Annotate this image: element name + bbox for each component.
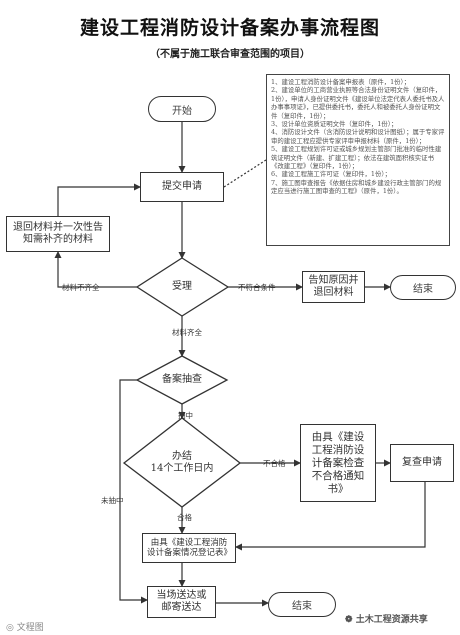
edge-reapply-record [235, 482, 426, 551]
start-node: 开始 [148, 96, 216, 122]
label-not-qualified: 不符合条件 [238, 283, 276, 292]
label-unqualified: 不合格 [263, 459, 286, 468]
label-not-selected: 未抽中 [101, 496, 124, 505]
note-item: 4、消防设计文件（含消防设计说明和设计图纸）；属于专家评审的建设工程应提供专家评… [271, 128, 445, 145]
label-qualified: 合格 [177, 513, 192, 522]
label-materials-incomplete: 材料不齐全 [62, 283, 100, 292]
watermark-logo-icon: ◎ [6, 623, 14, 633]
note-item: 5、建设工程规划许可证或城乡规划主管部门批准的临时性建筑证明文件（新建、扩建工程… [271, 145, 442, 171]
end-top-node: 结束 [390, 275, 456, 300]
note-item: 3、设计单位资质证明文件（复印件，1份）； [271, 120, 398, 129]
days-diamond [122, 417, 242, 508]
note-item: 6、建设工程施工许可证（复印件，1份）； [271, 170, 391, 179]
page-title: 建设工程消防设计备案办事流程图 [79, 17, 380, 39]
reapply-node: 复查申请 [390, 444, 454, 482]
note-item: 1、建设工程消防设计备案申报表（原件，1份）； [271, 78, 411, 86]
page-subtitle: （不属于施工联合审查范围的项目） [150, 49, 310, 60]
accept-diamond [135, 257, 230, 317]
edge-notes-callout [223, 159, 267, 188]
watermark-right: ❁ 土木工程资源共享 [345, 612, 428, 625]
label-selected: 抽中 [178, 411, 193, 420]
watermark-left-text: 文程图 [16, 623, 44, 633]
note-item: 2、建设单位的工商营业执照等合法身份证明文件（复印件，1份），申请人身份证明文件… [271, 86, 445, 120]
issue-record-node: 由具《建设工程消防设计备案情况登记表》 [142, 533, 236, 563]
deliver-node: 当场送达或邮寄送达 [147, 586, 216, 618]
issue-notice-node: 由具《建设工程消防设计备案检查不合格通知书》 [300, 424, 376, 502]
edge-notselected-deliver [119, 379, 148, 604]
spotcheck-label: 备案抽查 [162, 374, 202, 385]
accept-label: 受理 [172, 281, 192, 292]
notify-reason-node: 告知原因并退回材料 [302, 271, 365, 303]
spotcheck-diamond [135, 355, 229, 405]
end-bottom-node: 结束 [268, 592, 336, 617]
required-materials-notes: 1、建设工程消防设计备案申报表（原件，1份）； 2、建设单位的工商营业执照等合法… [266, 74, 450, 246]
watermark-right-text: 土木工程资源共享 [355, 615, 428, 625]
return-materials-node: 退回材料并一次性告知需补齐的材料 [6, 216, 110, 252]
wechat-icon: ❁ [345, 615, 353, 625]
days-label: 办结 14个工作日内 [150, 451, 214, 474]
note-item: 7、施工图审查报告《依据住房和城乡建设行政主管部门的规定应当进行施工图审查的工程… [271, 178, 442, 196]
label-materials-complete: 材料齐全 [172, 328, 202, 337]
edge-accept-return [54, 251, 137, 288]
submit-node: 提交申请 [140, 172, 224, 202]
watermark-left: ◎ 文程图 [6, 620, 44, 633]
edge-return-submit [57, 183, 141, 216]
